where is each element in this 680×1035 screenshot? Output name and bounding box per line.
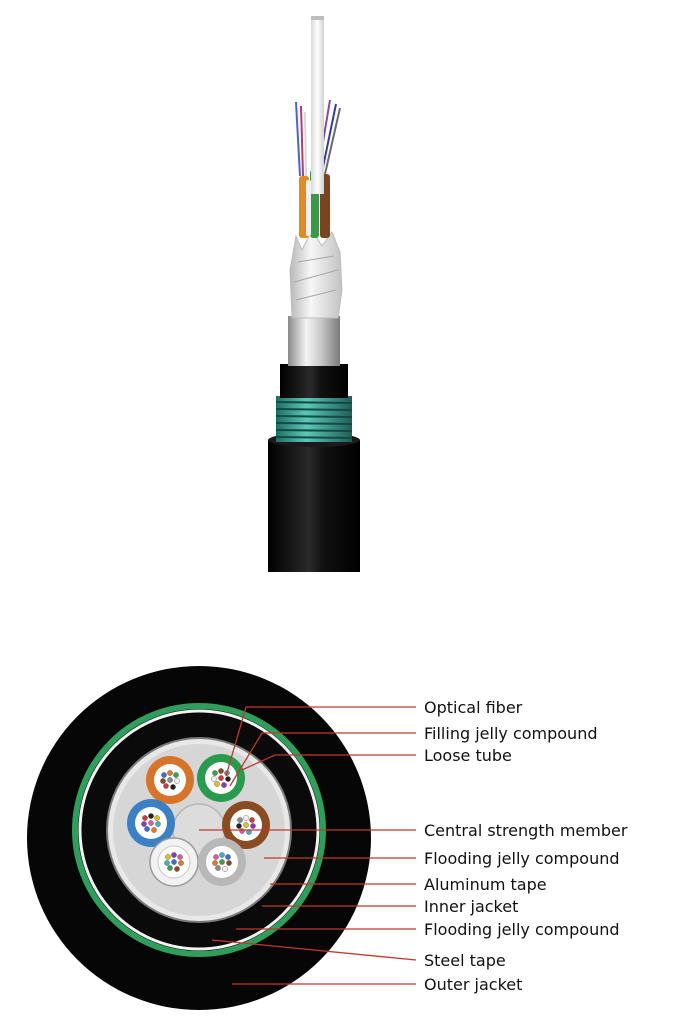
- fiber-dot: [167, 770, 173, 776]
- leader-steel-tape: [211, 939, 417, 961]
- optical-fibers: [141, 768, 256, 872]
- fiber-dot: [167, 865, 173, 871]
- photo-steel-armor: [275, 396, 353, 442]
- fiber-dot: [142, 815, 148, 821]
- fiber-dot: [215, 865, 221, 871]
- fiber-dot: [164, 860, 170, 866]
- fiber-dot: [165, 854, 171, 860]
- fiber-dot: [141, 821, 147, 827]
- photo-inner-jacket: [280, 364, 348, 398]
- fiber-dot: [237, 817, 243, 823]
- fiber-dot: [249, 817, 255, 823]
- fiber-dot: [213, 854, 219, 860]
- fiber-dot: [221, 782, 227, 788]
- photo-central-member: [311, 16, 324, 194]
- fiber-dot: [211, 776, 217, 782]
- fiber-dot: [155, 821, 161, 827]
- fiber-dot: [212, 770, 218, 776]
- fiber-dot: [174, 778, 180, 784]
- fiber-dot: [222, 866, 228, 872]
- fiber-dot: [243, 822, 249, 828]
- fiber-dot: [218, 775, 224, 781]
- leader-lines: [199, 706, 417, 985]
- fiber-dot: [160, 778, 166, 784]
- fiber-dot: [171, 859, 177, 865]
- leader-optical-fiber: [225, 706, 416, 777]
- photo-tube-white: [306, 180, 311, 236]
- fiber-dot: [144, 826, 150, 832]
- fiber-dot: [170, 784, 176, 790]
- fiber-dot: [219, 859, 225, 865]
- cable-cross-section: [27, 666, 371, 1010]
- fiber-dot: [225, 776, 231, 782]
- photo-aluminum-tape: [288, 316, 340, 366]
- label-loose-tube: Loose tube: [424, 746, 512, 765]
- label-aluminum-tape: Aluminum tape: [424, 875, 547, 894]
- label-flooding-jelly-compound-2: Flooding jelly compound: [424, 920, 620, 939]
- cable-photo: [268, 16, 360, 572]
- fiber-dot: [151, 827, 157, 833]
- fiber-dot: [161, 772, 167, 778]
- label-outer-jacket: Outer jacket: [424, 975, 522, 994]
- label-flooding-jelly-compound-1: Flooding jelly compound: [424, 849, 620, 868]
- label-optical-fiber: Optical fiber: [424, 698, 523, 717]
- photo-outer-jacket: [268, 440, 360, 572]
- fiber-dot: [167, 777, 173, 783]
- label-steel-tape: Steel tape: [424, 951, 506, 970]
- fiber-dot: [226, 860, 232, 866]
- fiber-dot: [174, 866, 180, 872]
- fiber-dot: [171, 852, 177, 858]
- fiber-dot: [214, 781, 220, 787]
- fiber-dot: [218, 768, 224, 774]
- label-inner-jacket: Inner jacket: [424, 897, 518, 916]
- fiber-dot: [177, 854, 183, 860]
- label-filling-jelly-compound: Filling jelly compound: [424, 724, 598, 743]
- fiber-dot: [178, 860, 184, 866]
- label-list: Optical fiber Filling jelly compound Loo…: [424, 698, 628, 994]
- fiber-dot: [219, 852, 225, 858]
- fiber-dot: [243, 815, 249, 821]
- fiber-dot: [163, 783, 169, 789]
- fiber-dot: [239, 828, 245, 834]
- fiber-dot: [225, 854, 231, 860]
- fiber-dot: [212, 860, 218, 866]
- fiber-dot: [148, 813, 154, 819]
- fiber-dot: [250, 823, 256, 829]
- leader-loose-tube: [241, 754, 416, 771]
- fiber-dot: [236, 823, 242, 829]
- photo-binder-wrap: [289, 228, 343, 319]
- fiber-dot: [154, 815, 160, 821]
- label-central-strength-member: Central strength member: [424, 821, 628, 840]
- leader-filling-jelly: [229, 732, 416, 787]
- fiber-dot: [148, 820, 154, 826]
- fiber-dot: [173, 772, 179, 778]
